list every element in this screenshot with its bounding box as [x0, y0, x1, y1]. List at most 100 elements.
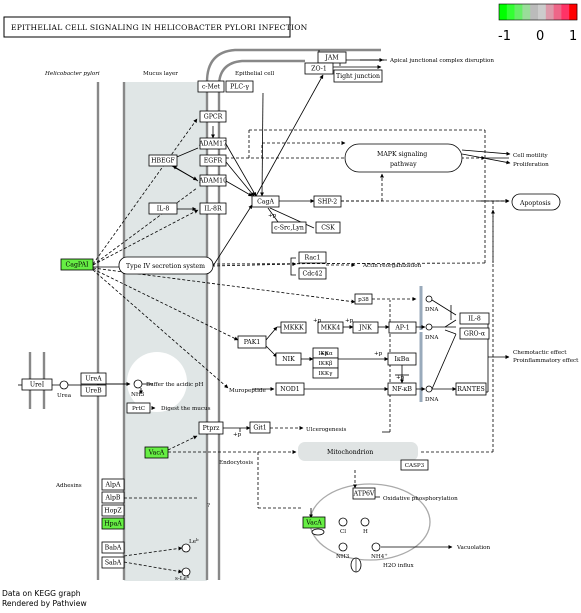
gene-node-ikkb[interactable]: IKKβ: [312, 357, 339, 369]
gene-box[interactable]: [352, 321, 379, 334]
gene-box[interactable]: [352, 487, 376, 500]
gene-box[interactable]: [313, 195, 342, 208]
gene-node-hopz[interactable]: HopZ: [101, 504, 125, 517]
gene-box[interactable]: [148, 154, 178, 167]
gene-box[interactable]: [199, 202, 227, 215]
gene-node-mkkk[interactable]: MKKK: [280, 321, 307, 334]
gene-node-cmet[interactable]: c-Met: [197, 80, 225, 93]
gene-box[interactable]: [251, 195, 280, 208]
gene-box[interactable]: [317, 321, 344, 334]
gene-node-urea[interactable]: UreA: [80, 372, 107, 385]
gene-box[interactable]: [225, 80, 254, 93]
gene-node-jam[interactable]: JAM: [317, 51, 347, 64]
gene-node-cdc42[interactable]: Cdc42: [298, 267, 327, 280]
gene-node-rac1[interactable]: Rac1: [298, 251, 327, 264]
gene-node-adam17[interactable]: ADAM17: [198, 137, 227, 150]
gene-node-nfkb[interactable]: NF-κB: [387, 382, 417, 396]
gene-node-hbegf[interactable]: HBEGF: [148, 154, 178, 167]
gene-box[interactable]: [298, 251, 327, 264]
gene-node-git1[interactable]: Git1: [249, 421, 271, 434]
gene-box[interactable]: [101, 541, 125, 554]
gene-node-ptprz[interactable]: Ptprz: [198, 421, 224, 435]
gene-node-nod1[interactable]: NOD1: [275, 382, 305, 396]
gene-node-caga[interactable]: CagA: [251, 195, 280, 208]
gene-box[interactable]: [197, 80, 225, 93]
gene-node-hpaa[interactable]: HpaA: [101, 517, 125, 530]
apoptosis-box[interactable]: [511, 193, 561, 211]
gene-box[interactable]: [388, 321, 417, 334]
gene-box[interactable]: [459, 312, 490, 325]
gene-node-ikkg[interactable]: IKKγ: [312, 367, 339, 379]
gene-box[interactable]: [199, 174, 227, 187]
gene-node-csrc[interactable]: c-Src,Lyn: [271, 221, 307, 234]
gene-node-prtc[interactable]: PrtC: [126, 402, 151, 414]
gene-box[interactable]: [354, 293, 373, 305]
gene-node-il8[interactable]: IL-8: [148, 202, 178, 215]
gene-node-egfr[interactable]: EGFR: [199, 154, 227, 167]
gene-box[interactable]: [199, 110, 227, 123]
gene-box[interactable]: [198, 421, 224, 435]
gene-node-il8n[interactable]: IL-8: [459, 312, 490, 325]
gene-node-mkk4[interactable]: MKK4: [317, 321, 344, 334]
gene-box[interactable]: [275, 382, 305, 396]
gene-box[interactable]: [302, 516, 326, 529]
gene-box[interactable]: [148, 202, 178, 215]
gene-node-baba[interactable]: BabA: [101, 541, 125, 554]
gene-node-csk[interactable]: CSK: [315, 221, 341, 234]
gene-box[interactable]: [101, 556, 125, 569]
gene-box[interactable]: [315, 221, 341, 234]
gene-box[interactable]: [304, 62, 334, 75]
gene-box[interactable]: [101, 504, 125, 517]
gene-box[interactable]: [280, 321, 307, 334]
gene-box[interactable]: [459, 327, 490, 340]
gene-box[interactable]: [298, 267, 327, 280]
gene-box[interactable]: [199, 137, 227, 150]
gene-node-ap1[interactable]: AP-1: [388, 321, 417, 334]
gene-box[interactable]: [333, 69, 383, 83]
gene-box[interactable]: [455, 382, 487, 396]
gene-node-ikba[interactable]: IκBα: [387, 352, 417, 366]
gene-box[interactable]: [271, 221, 307, 234]
gene-box[interactable]: [387, 352, 417, 366]
gene-node-vaca1[interactable]: VacA: [144, 446, 169, 459]
gene-node-alpb[interactable]: AlpB: [101, 491, 125, 504]
gene-box[interactable]: [400, 459, 429, 471]
gene-node-rantes[interactable]: RANTES: [455, 382, 487, 396]
gene-node-alpa[interactable]: AlpA: [101, 478, 125, 491]
gene-box[interactable]: [275, 352, 302, 366]
gene-node-gpcr[interactable]: GPCR: [199, 110, 227, 123]
gene-box[interactable]: [80, 372, 107, 385]
gene-node-zo1[interactable]: ZO-1: [304, 62, 334, 75]
gene-box[interactable]: [101, 491, 125, 504]
gene-node-shp2[interactable]: SHP-2: [313, 195, 342, 208]
gene-box[interactable]: [21, 378, 53, 391]
gene-node-urei[interactable]: UreI: [21, 378, 53, 391]
gene-node-ureb[interactable]: UreB: [80, 384, 107, 397]
gene-node-tj[interactable]: Tight junction: [333, 69, 383, 83]
gene-box[interactable]: [144, 446, 169, 459]
gene-node-vaca2[interactable]: VacA: [302, 516, 326, 529]
gene-box[interactable]: [60, 258, 94, 271]
mapk-pathway-box[interactable]: [344, 143, 463, 173]
gene-node-p38[interactable]: p38: [354, 293, 373, 305]
gene-node-jnk[interactable]: JNK: [352, 321, 379, 334]
gene-box[interactable]: [199, 154, 227, 167]
gene-box[interactable]: [387, 382, 417, 396]
gene-node-pak1[interactable]: PAK1: [237, 335, 267, 349]
gene-box[interactable]: [237, 335, 267, 349]
gene-node-saba[interactable]: SabA: [101, 556, 125, 569]
gene-box[interactable]: [101, 478, 125, 491]
gene-node-nik[interactable]: NIK: [275, 352, 302, 366]
gene-node-plcg[interactable]: PLC-γ: [225, 80, 254, 93]
gene-node-il8r[interactable]: IL-8R: [199, 202, 227, 215]
gene-box[interactable]: [80, 384, 107, 397]
gene-node-casp3[interactable]: CASP3: [400, 459, 429, 471]
gene-node-atp6v[interactable]: ATP6V: [352, 487, 376, 500]
gene-node-cagpai[interactable]: CagPAI: [60, 258, 94, 271]
gene-box[interactable]: [249, 421, 271, 434]
gene-node-groa[interactable]: GRO-α: [459, 327, 490, 340]
gene-box[interactable]: [101, 517, 125, 530]
gene-box[interactable]: [126, 402, 151, 414]
gene-node-adam10[interactable]: ADAM10: [198, 174, 227, 187]
gene-box[interactable]: [312, 367, 339, 379]
